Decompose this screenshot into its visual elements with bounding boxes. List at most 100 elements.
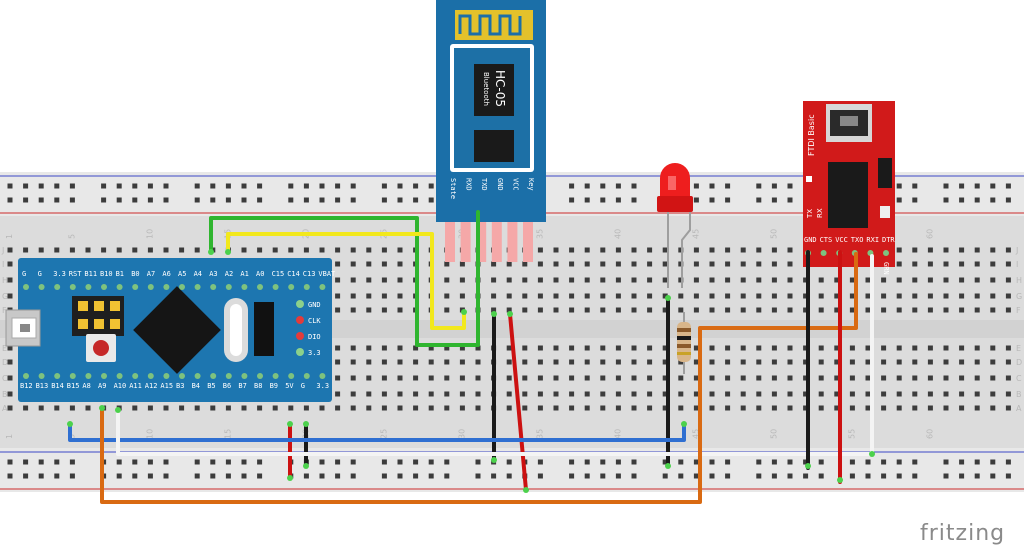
bluepill-pin-label: B0 [131,270,139,278]
row-letter: I [1016,260,1018,269]
breadboard-hole [647,375,653,381]
rail-hole [38,459,44,465]
breadboard-hole [943,359,949,365]
rail-hole [959,473,965,479]
fritzing-logo: fritzing [920,521,1005,546]
breadboard-hole [350,345,356,351]
breadboard-hole [896,261,902,267]
breadboard-hole [85,405,91,411]
breadboard-hole [943,345,949,351]
breadboard-hole [522,375,528,381]
breadboard-hole [865,277,871,283]
rail-hole [787,459,793,465]
breadboard-hole [584,307,590,313]
breadboard-hole [569,307,575,313]
row-letter: J [1,246,4,255]
rail-hole [912,197,918,203]
breadboard-hole [740,375,746,381]
breadboard-hole [990,277,996,283]
breadboard-hole [756,261,762,267]
breadboard-hole [896,359,902,365]
breadboard-hole [740,391,746,397]
bluepill-pin-label: A5 [178,270,186,278]
breadboard-hole [740,277,746,283]
breadboard-hole [693,293,699,299]
breadboard-hole [725,345,731,351]
breadboard-hole [896,375,902,381]
bluepill-pin [241,373,248,379]
rail-hole [38,183,44,189]
bluepill-pin-label: B13 [36,382,49,390]
breadboard-hole [615,359,621,365]
rail-hole [132,197,138,203]
breadboard-hole [631,293,637,299]
jumper-pin [94,301,104,311]
bluepill-pin [38,284,45,290]
breadboard-hole [647,261,653,267]
ftdi-grn-label: GRN [882,262,890,275]
breadboard-hole [849,405,855,411]
breadboard-hole [631,247,637,253]
rail-hole [693,197,699,203]
breadboard-hole [693,375,699,381]
breadboard-hole [803,405,809,411]
bluepill-pin [303,373,310,379]
breadboard-hole [475,345,481,351]
rail-hole [990,473,996,479]
hc05-pin-label: VCC [511,178,519,191]
rail-hole [569,183,575,189]
breadboard-hole [23,405,29,411]
breadboard-hole [7,359,13,365]
breadboard-hole [413,345,419,351]
breadboard-hole [350,375,356,381]
rail-hole [444,473,450,479]
breadboard-hole [397,391,403,397]
breadboard-hole [678,375,684,381]
bluepill-pin-label: A4 [194,270,202,278]
rail-hole [787,183,793,189]
breadboard-hole [927,277,933,283]
ftdi-pin-label: GND [804,236,817,244]
rail-hole [693,183,699,189]
rail-hole [1005,473,1011,479]
breadboard-hole [912,375,918,381]
breadboard-hole [506,307,512,313]
bluepill-pin [23,284,29,290]
breadboard-hole [709,307,715,313]
breadboard-hole [1005,359,1011,365]
bluepill-pin-label: B11 [84,270,97,278]
breadboard-hole [615,307,621,313]
rail-hole [600,197,606,203]
breadboard-hole [537,375,543,381]
breadboard-hole [834,359,840,365]
rail-hole [943,473,949,479]
breadboard-hole [428,405,434,411]
breadboard-hole [522,405,528,411]
rail-hole [413,183,419,189]
bluepill-pin [85,373,92,379]
rail-hole [319,197,325,203]
breadboard-hole [959,405,965,411]
column-number: 1 [5,234,14,239]
bluepill-pin [163,284,170,290]
bluepill-pin-label: B6 [223,382,231,390]
wire-end [115,407,121,413]
breadboard-hole [803,391,809,397]
bluepill-pin-label: B9 [270,382,278,390]
breadboard-hole [881,277,887,283]
breadboard-hole [194,405,200,411]
breadboard-hole [693,391,699,397]
reset-button[interactable] [86,334,116,362]
wire-end [99,405,105,411]
breadboard-hole [147,405,153,411]
breadboard-hole [881,307,887,313]
rail-hole [709,459,715,465]
breadboard-hole [381,405,387,411]
breadboard-hole [974,391,980,397]
bluepill-pin-label: B12 [20,382,33,390]
breadboard-hole [553,375,559,381]
breadboard-hole [413,405,419,411]
breadboard-hole [927,307,933,313]
breadboard-hole [335,375,341,381]
